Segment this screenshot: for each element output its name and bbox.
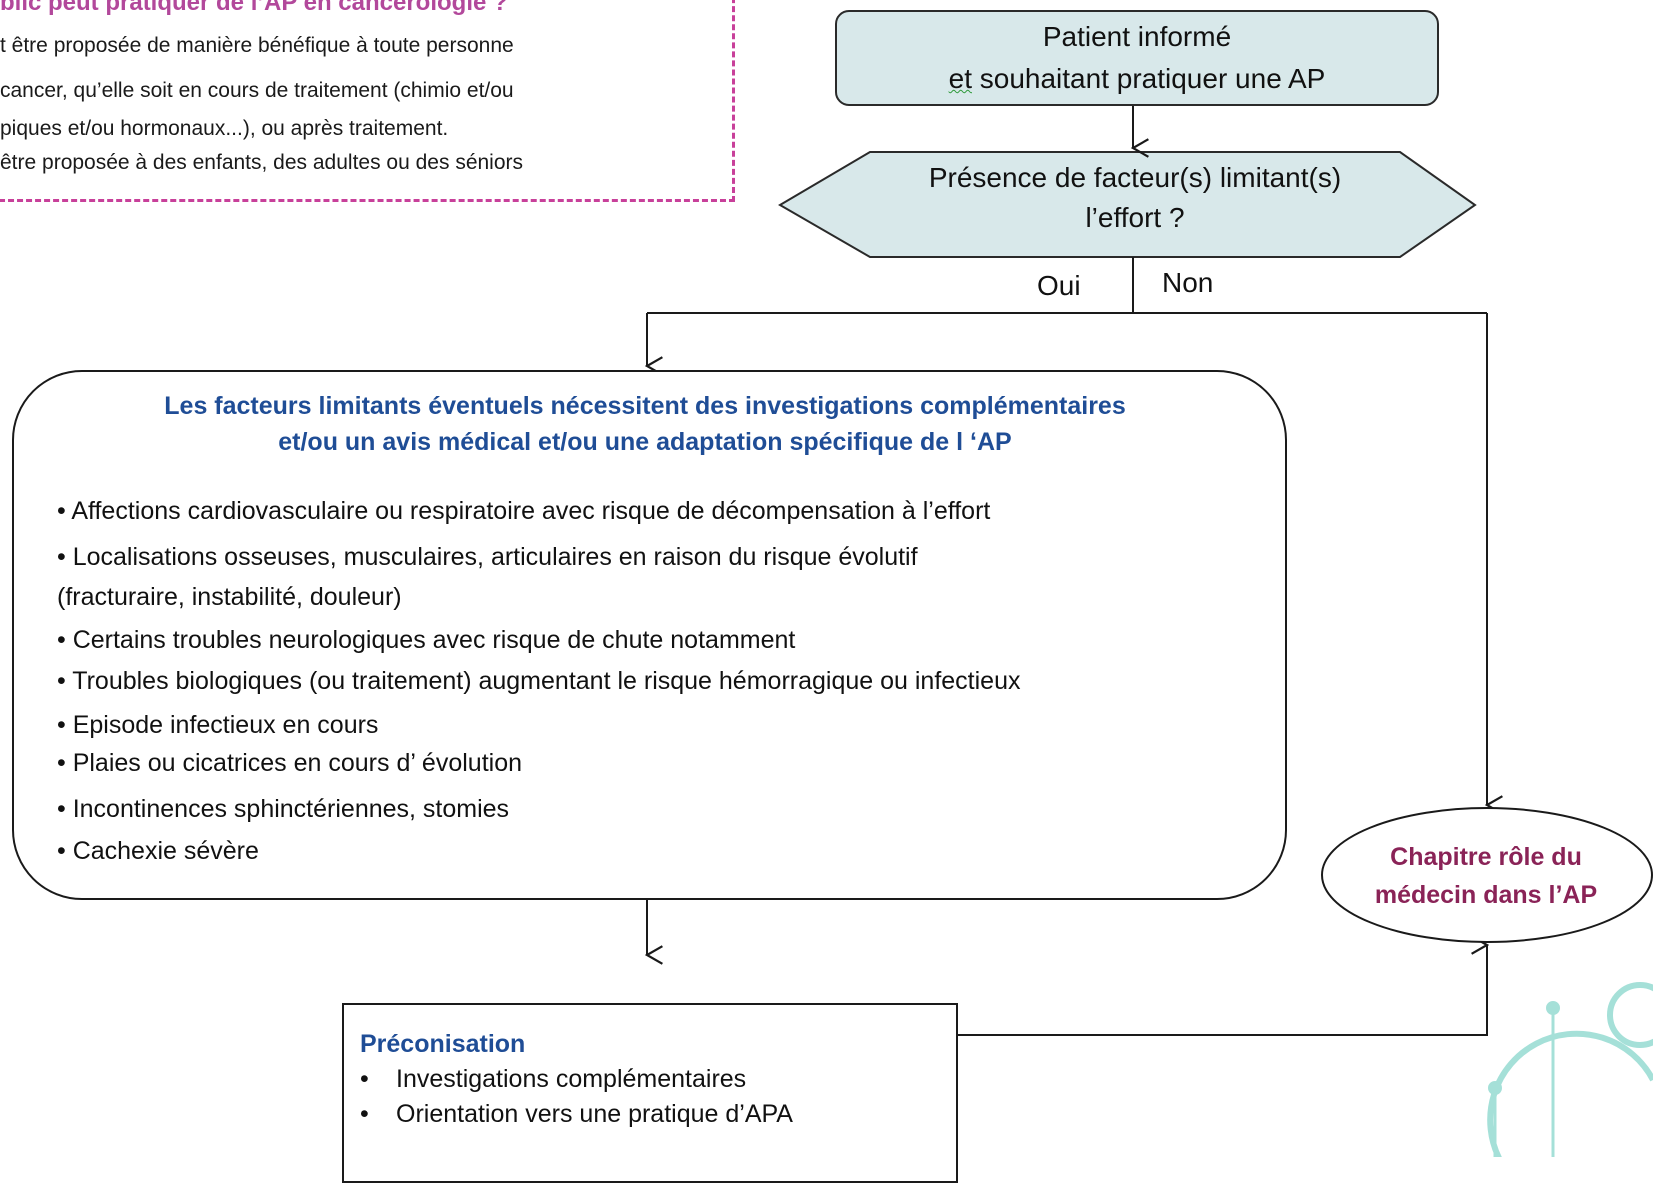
factor-item: • Certains troubles neurologiques avec r…	[57, 626, 796, 654]
patient-line-2-first-word: et	[948, 63, 972, 94]
info-line-2: cancer, qu’elle soit en cours de traitem…	[0, 79, 514, 102]
factor-item: • Plaies ou cicatrices en cours d’ évolu…	[57, 749, 523, 777]
patient-line-2: et souhaitant pratiquer une AP	[949, 58, 1326, 100]
limiting-factors-title-line-1: Les facteurs limitants éventuels nécessi…	[164, 392, 1126, 420]
decision-question: Présence de facteur(s) limitant(s) l’eff…	[860, 158, 1410, 238]
recommendation-title: Préconisation	[360, 1030, 526, 1058]
bullet-icon: •	[360, 1065, 369, 1093]
info-line-4: être proposée à des enfants, des adultes…	[0, 151, 524, 174]
patient-line-1: Patient informé	[1042, 21, 1232, 52]
decorative-motif	[1487, 982, 1653, 1157]
decision-line-2: l’effort ?	[1085, 202, 1185, 233]
factor-item: • Troubles biologiques (ou traitement) a…	[57, 667, 1021, 695]
info-dashed-box	[0, 0, 735, 202]
decision-line-1: Présence de facteur(s) limitant(s)	[928, 162, 1342, 193]
decision-hexagon	[778, 151, 1477, 258]
limiting-factors-box	[12, 370, 1287, 900]
info-title: blic peut pratiquer de l’AP en cancérolo…	[0, 0, 508, 16]
factor-item: • Episode infectieux en cours	[57, 711, 379, 739]
chapter-line-1: Chapitre rôle du	[1390, 843, 1582, 871]
factor-item: • Affections cardiovasculaire ou respira…	[57, 497, 991, 525]
recommendation-item-text: Investigations complémentaires	[396, 1065, 747, 1093]
branch-no-label: Non	[1162, 267, 1214, 298]
limiting-factors-title-line-2: et/ou un avis médical et/ou une adaptati…	[278, 428, 1012, 456]
chapter-ellipse[interactable]	[1321, 807, 1653, 943]
patient-line-2-rest: souhaitant pratiquer une AP	[971, 63, 1326, 94]
chapter-line-2: médecin dans l’AP	[1374, 881, 1598, 909]
factor-item: • Localisations osseuses, musculaires, a…	[57, 543, 918, 571]
chapter-link[interactable]: Chapitre rôle du médecin dans l’AP	[1318, 838, 1653, 914]
patient-box: Patient informé et souhaitant pratiquer …	[835, 10, 1439, 106]
recommendation-item-text: Orientation vers une pratique d’APA	[396, 1100, 793, 1128]
arrow-recommendation-to-chapter	[958, 945, 1487, 1036]
factor-item-continuation: (fracturaire, instabilité, douleur)	[57, 583, 402, 611]
info-line-1: t être proposée de manière bénéfique à t…	[0, 34, 514, 57]
recommendation-item: • Orientation vers une pratique d’APA	[360, 1100, 793, 1129]
flowchart-canvas	[0, 106, 1653, 1157]
limiting-factors-title: Les facteurs limitants éventuels nécessi…	[40, 388, 1250, 460]
factor-item: • Cachexie sévère	[57, 837, 259, 865]
recommendation-item: • Investigations complémentaires	[360, 1065, 746, 1094]
branch-yes-label: Oui	[1037, 270, 1081, 301]
factor-item: • Incontinences sphinctériennes, stomies	[57, 795, 510, 823]
recommendation-box	[342, 1003, 958, 1183]
info-line-3: piques et/ou hormonaux...), ou après tra…	[0, 117, 449, 140]
bullet-icon: •	[360, 1100, 369, 1128]
